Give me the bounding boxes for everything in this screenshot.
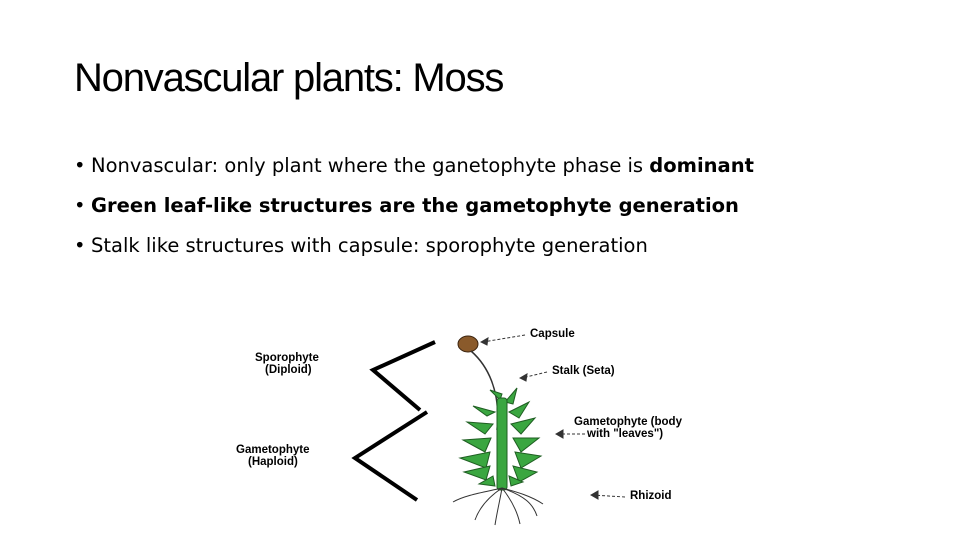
label-rhizoid: Rhizoid <box>630 490 672 502</box>
label-sporophyte-ploidy: (Diploid) <box>265 364 312 376</box>
label-gametophyte-body-2: with "leaves") <box>587 428 664 440</box>
label-gametophyte-ploidy: (Haploid) <box>248 456 298 468</box>
bullet-item: •Stalk like structures with capsule: spo… <box>74 226 754 266</box>
bullet-glyph: • <box>74 154 86 177</box>
bullet-text: Stalk like structures with capsule: spor… <box>91 234 648 257</box>
bullet-item: •Green leaf-like structures are the game… <box>74 186 754 226</box>
bullet-glyph: • <box>74 234 86 257</box>
label-stalk: Stalk (Seta) <box>552 365 615 377</box>
label-gametophyte-body: Gametophyte (body <box>574 416 682 428</box>
bullet-bold-text: Green leaf-like structures are the gamet… <box>91 194 739 217</box>
gametophyte-bracket <box>351 410 429 502</box>
label-gametophyte: Gametophyte <box>236 444 310 456</box>
moss-diagram: Sporophyte (Diploid) Gametophyte (Haploi… <box>225 320 725 530</box>
gametophyte-leaves <box>458 387 543 491</box>
label-sporophyte: Sporophyte <box>255 352 319 364</box>
label-capsule: Capsule <box>530 328 575 340</box>
moss-illustration <box>351 334 626 526</box>
capsule-shape <box>457 335 479 353</box>
rhizoids <box>452 487 544 526</box>
bullet-list: •Nonvascular: only plant where the ganet… <box>74 146 754 266</box>
bullet-text: Nonvascular: only plant where the ganeto… <box>91 154 650 177</box>
slide-title: Nonvascular plants: Moss <box>74 56 504 100</box>
sporophyte-bracket <box>369 340 436 412</box>
bullet-bold-text: dominant <box>649 154 754 177</box>
bullet-item: •Nonvascular: only plant where the ganet… <box>74 146 754 186</box>
pointer-arrows <box>479 334 626 500</box>
stalk-line <box>470 350 499 431</box>
bullet-glyph: • <box>74 194 86 217</box>
